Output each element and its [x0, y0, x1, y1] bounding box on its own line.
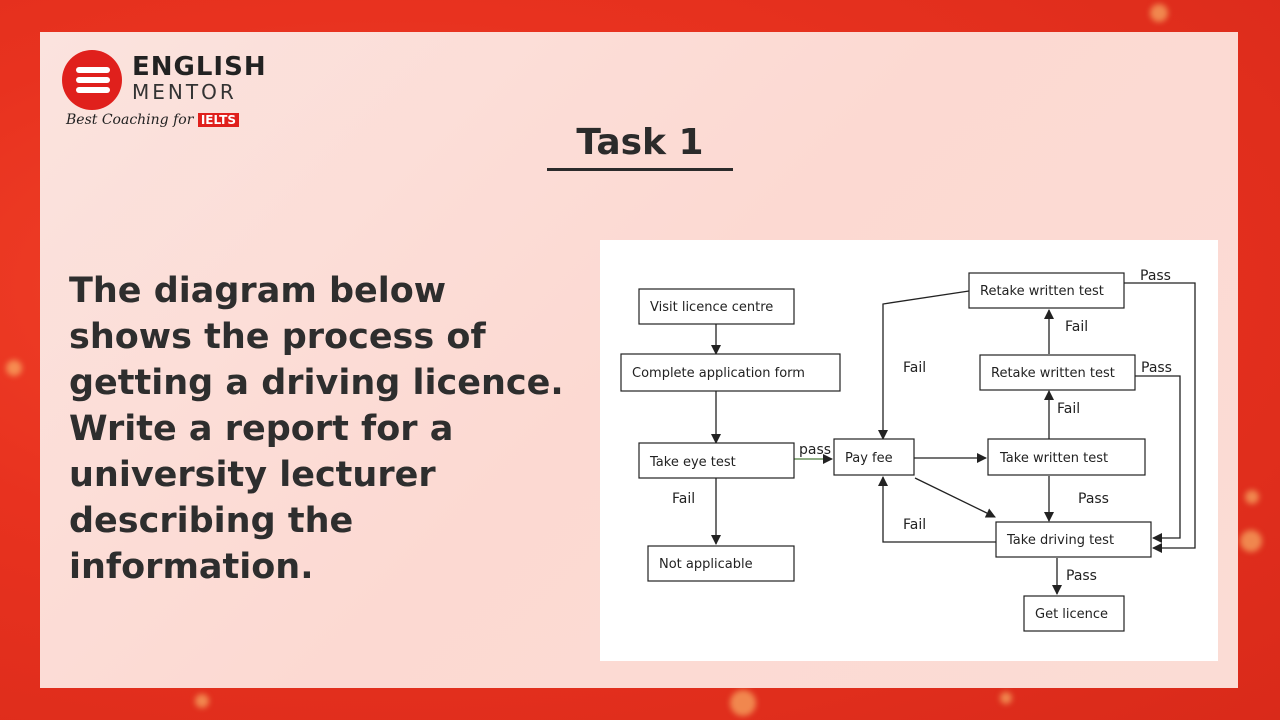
prompt-line: getting a driving licence. — [69, 363, 564, 403]
edge-fee-driving — [914, 477, 996, 518]
node-label: Take eye test — [649, 455, 736, 470]
bokeh-light — [6, 360, 22, 376]
logo-tagline: Best Coaching for IELTS — [66, 112, 239, 128]
node-take-eye-test: Take eye test — [638, 442, 795, 479]
flowchart-edges — [711, 282, 1196, 595]
prompt-line: shows the process of — [69, 317, 486, 357]
node-pay-fee: Pay fee — [833, 438, 915, 476]
logo-tagline-text: Best Coaching for — [66, 112, 194, 128]
node-label: Complete application form — [632, 366, 805, 381]
bokeh-light — [1245, 490, 1259, 504]
bokeh-light — [730, 690, 756, 716]
edge-retake2-driving — [1135, 375, 1181, 543]
prompt-line: university lecturer — [69, 455, 436, 495]
edge-driving-fee — [878, 476, 996, 543]
node-take-driving-test: Take driving test — [995, 521, 1152, 558]
prompt-line: The diagram below — [69, 271, 447, 311]
node-get-licence: Get licence — [1023, 595, 1125, 632]
flowchart-svg: Visit licence centre Complete applicatio… — [620, 268, 1196, 632]
node-retake-written-test-middle: Retake written test — [979, 354, 1136, 391]
node-label: Take driving test — [1006, 533, 1114, 548]
edge-label-driving-fail: Fail — [903, 517, 926, 533]
english-mentor-logo: ENGLISH MENTOR Best Coaching for IELTS — [62, 48, 266, 138]
bokeh-light — [195, 694, 209, 708]
node-label: Retake written test — [991, 366, 1115, 381]
node-complete-application-form: Complete application form — [620, 353, 841, 392]
node-label: Get licence — [1035, 607, 1108, 622]
bokeh-light — [1150, 4, 1168, 22]
flowchart-diagram: Visit licence centre Complete applicatio… — [600, 240, 1218, 661]
edge-retake1-fee — [878, 290, 970, 440]
edge-label-driving-pass: Pass — [1066, 568, 1097, 584]
edge-label-retake1-fail: Fail — [903, 360, 926, 376]
logo-ielts-badge: IELTS — [197, 113, 239, 127]
node-label: Visit licence centre — [650, 300, 773, 315]
logo-emblem-icon — [62, 50, 122, 110]
node-retake-written-test-top: Retake written test — [968, 272, 1125, 309]
prompt-line: describing the — [69, 501, 354, 541]
node-visit-licence-centre: Visit licence centre — [638, 288, 795, 325]
edge-label-written-fail: Fail — [1057, 401, 1080, 417]
bokeh-light — [1240, 530, 1262, 552]
page-title: Task 1 — [576, 122, 704, 163]
prompt-line: Write a report for a — [69, 409, 454, 449]
node-label: Take written test — [999, 451, 1108, 466]
edge-retake1-driving — [1124, 282, 1196, 553]
edge-label-eye-fail: Fail — [672, 491, 695, 507]
node-label: Not applicable — [659, 557, 753, 572]
title-underline — [547, 168, 733, 171]
prompt-line: information. — [69, 547, 314, 587]
edge-label-retake2-fail: Fail — [1065, 319, 1088, 335]
logo-brand-line1: ENGLISH — [132, 52, 267, 82]
node-label: Pay fee — [845, 451, 893, 466]
edge-label-eye-pass: pass — [799, 442, 831, 458]
node-not-applicable: Not applicable — [647, 545, 795, 582]
node-take-written-test: Take written test — [987, 438, 1146, 476]
task-prompt: The diagram below shows the process of g… — [69, 268, 569, 590]
edge-label-retake1-pass: Pass — [1140, 268, 1171, 284]
node-label: Retake written test — [980, 284, 1104, 299]
bokeh-light — [1000, 692, 1012, 704]
logo-brand-line2: MENTOR — [132, 80, 237, 104]
edge-label-written-pass: Pass — [1078, 491, 1109, 507]
edge-label-retake2-pass: Pass — [1141, 360, 1172, 376]
